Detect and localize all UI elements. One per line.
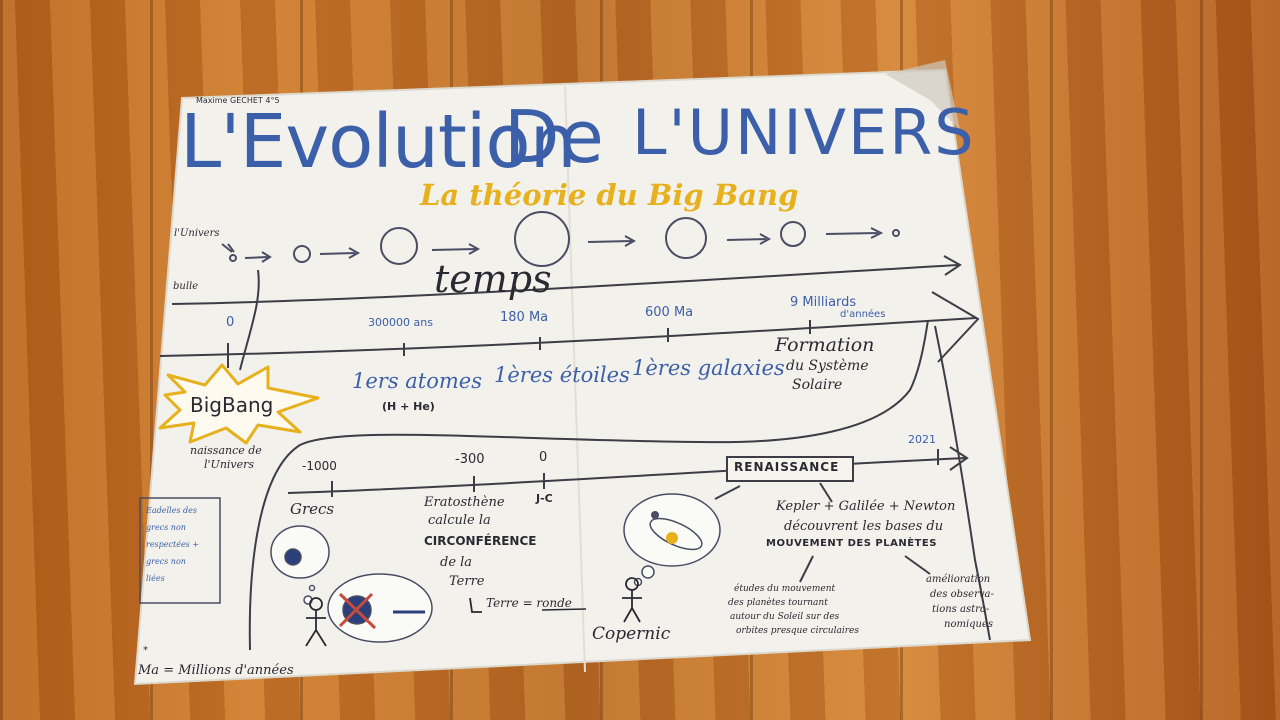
amelioration-line-2: des observa- [930, 589, 994, 600]
bigbang-caption-2: l'Univers [204, 458, 255, 471]
timeline-2 [287, 446, 969, 583]
event-atomes-h-he: (H + He) [382, 400, 435, 413]
renaissance-box [726, 456, 854, 482]
eratosthene-line-2: calcule la [428, 513, 491, 528]
cloud-sun [666, 532, 678, 544]
event-premieres-galaxies: 1ères galaxies [632, 356, 785, 380]
label-copernic: Copernic [592, 624, 671, 644]
grecs-note-line-2: grecs non [146, 523, 186, 532]
tick-600-ma: 600 Ma [645, 305, 694, 320]
event-systeme: du Système [786, 358, 869, 374]
arrow-6 [825, 227, 884, 239]
label-temps: temps [434, 257, 552, 301]
event-solaire: Solaire [792, 377, 843, 393]
grecs-note-line-5: liées [146, 574, 165, 583]
thought-clouds [270, 493, 721, 643]
result-arrow [469, 597, 482, 613]
grecs-note-line-4: grecs non [146, 557, 186, 566]
eratosthene-result: Terre = ronde [486, 596, 572, 610]
arrow-5 [726, 233, 772, 245]
eratosthene-line-1: Eratosthène [424, 495, 505, 510]
universe-circle-1 [293, 245, 311, 263]
ronde-underline [541, 608, 587, 611]
event-premieres-etoiles: 1ères étoiles [494, 363, 630, 387]
etudes-line-2: des planètes tournant [728, 598, 828, 608]
arrow-1 [244, 251, 272, 263]
bigbang-starburst [158, 363, 320, 445]
amelioration-line-3: tions astro- [932, 604, 990, 615]
eratosthene-line-5: Terre [449, 574, 485, 589]
author-name: Maxime GECHET 4°5 [196, 96, 280, 105]
universe-circle-3 [514, 211, 570, 267]
universe-circle-5 [780, 221, 806, 247]
cloud-grecs-earth [284, 548, 302, 566]
event-premiers-atomes: 1ers atomes [352, 369, 482, 393]
event-formation: Formation [775, 334, 875, 356]
tick-180-ma: 180 Ma [500, 310, 549, 325]
title-evolution: L'Evolution [180, 99, 577, 185]
paper-fold [885, 60, 960, 130]
footnote-ma: Ma = Millions d'années [138, 663, 294, 678]
arrow-4 [587, 235, 637, 247]
bigbang-label: BigBang [190, 393, 274, 417]
label-grecs: Grecs [290, 500, 335, 518]
grecs-note-box [139, 497, 221, 604]
etudes-line-4: orbites presque circulaires [736, 626, 859, 636]
tick-300000-ans: 300000 ans [368, 316, 433, 329]
paper-sheet [133, 68, 1032, 686]
kepler-mouvement-planetes: MOUVEMENT DES PLANÈTES [766, 538, 937, 549]
stick-figures [305, 577, 642, 647]
tick-minus-1000: -1000 [302, 459, 337, 473]
history-funnel [248, 319, 991, 651]
universe-dot [229, 254, 237, 262]
timeline-1 [159, 269, 980, 371]
arrow-2 [319, 247, 361, 259]
universe-circle-4 [665, 217, 707, 259]
title-univers: L'UNIVERS [632, 96, 976, 169]
tick-2021: 2021 [908, 433, 936, 446]
label-renaissance: RENAISSANCE [734, 460, 840, 474]
eratosthene-line-4: de la [440, 555, 473, 570]
paper-crease [564, 85, 586, 673]
arrow-3 [431, 243, 481, 255]
eratosthene-circonference: CIRCONFÉRENCE [424, 534, 537, 548]
footnote-star: * [143, 645, 148, 656]
kepler-line-1: Kepler + Galilée + Newton [776, 499, 956, 514]
etudes-line-1: études du mouvement [734, 584, 836, 594]
grecs-note-line-3: respectées + [146, 540, 200, 549]
title-de: De [504, 95, 604, 179]
subtitle-big-bang: La théorie du Big Bang [420, 178, 799, 212]
universe-circle-6 [892, 229, 900, 237]
universe-circle-2 [380, 227, 418, 265]
tick-9-milliards-unit: d'années [840, 309, 886, 320]
bigbang-caption-1: naissance de [190, 444, 262, 457]
tick-9-milliards: 9 Milliards [790, 295, 857, 310]
tick-minus-300: -300 [455, 452, 485, 467]
amelioration-line-1: amélioration [926, 574, 991, 585]
cloud-copernic [623, 493, 721, 567]
etudes-line-3: autour du Soleil sur des [730, 612, 840, 622]
label-univers: l'Univers [174, 228, 220, 239]
kepler-line-2: découvrent les bases du [784, 519, 944, 534]
tick-zero-jc: 0 [539, 450, 548, 465]
bigbang-link [239, 269, 260, 371]
univers-pointer [221, 243, 235, 253]
cloud-terre-ronde [327, 573, 433, 643]
amelioration-line-4: nomiques [944, 619, 994, 630]
temps-arrow [171, 255, 962, 305]
label-jc: J-C [536, 492, 553, 505]
tick-0: 0 [226, 315, 235, 330]
grecs-note-line-1: Eadelles des [146, 506, 197, 515]
expansion-sequence [221, 211, 900, 267]
label-bulle: bulle [173, 281, 199, 292]
